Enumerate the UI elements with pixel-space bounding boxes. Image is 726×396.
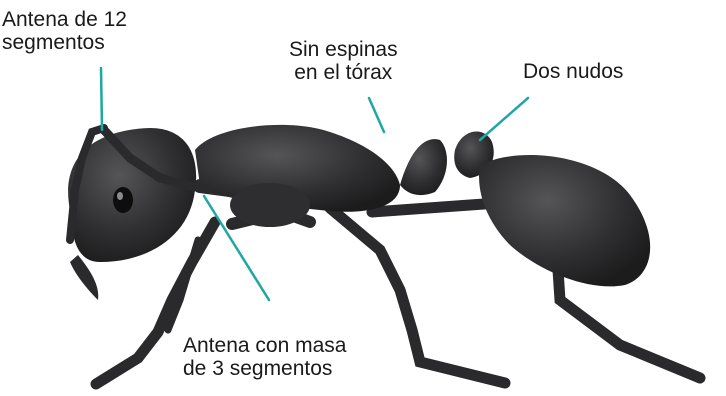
leader-line-antenna xyxy=(101,68,102,130)
label-antenna-segments: Antena de 12 segmentos xyxy=(2,8,127,54)
leader-line-nodes xyxy=(480,98,528,140)
leader-line-spines xyxy=(369,98,384,132)
label-club-antenna: Antena con masa de 3 segmentos xyxy=(183,334,346,380)
ant-gaster xyxy=(479,155,650,286)
eye-icon xyxy=(113,187,133,213)
label-no-spines: Sin espinas en el tórax xyxy=(289,38,398,84)
label-two-nodes: Dos nudos xyxy=(523,60,623,83)
